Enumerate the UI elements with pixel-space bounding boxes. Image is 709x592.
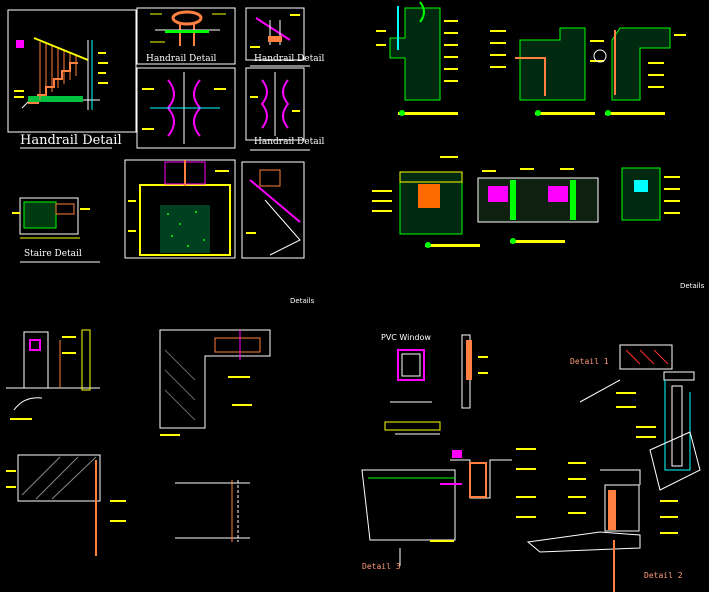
floor-section-detail-d <box>372 156 480 248</box>
detail-2-label: Detail 2 <box>644 571 683 580</box>
wall-panel-section <box>6 454 126 556</box>
handrail-detail-right-top-label: Handrail Detail <box>254 54 325 64</box>
staire-detail-label: Staire Detail <box>24 249 82 259</box>
partition-section <box>175 480 250 542</box>
details-right-label: Details <box>680 282 705 290</box>
stair-detail-small <box>12 197 100 263</box>
detail-1-label: Detail 1 <box>570 357 609 366</box>
door-frame-section <box>159 329 271 436</box>
detail-3-label: Detail 3 <box>362 562 401 571</box>
handrail-detail-main-label: Handrail Detail <box>20 133 122 148</box>
details-left-label: Details <box>290 297 315 305</box>
floor-section-detail-a <box>376 1 458 116</box>
floor-section-detail-e <box>477 168 599 244</box>
floor-section-detail-c <box>593 27 686 116</box>
pvc-window-label: PVC Window <box>381 333 431 342</box>
handrail-detail-top-label: Handrail Detail <box>146 54 217 64</box>
handrail-detail-right-top <box>245 7 310 67</box>
door-elevation <box>6 329 100 420</box>
detail-2-section <box>526 462 678 592</box>
handrail-main-view <box>7 9 137 149</box>
handrail-detail-mid <box>136 67 236 149</box>
detail-1-section <box>579 344 701 491</box>
landing-side-detail <box>241 161 305 259</box>
handrail-detail-top <box>136 7 236 65</box>
handrail-detail-right-mid-label: Handrail Detail <box>254 137 325 147</box>
landing-plan-detail <box>124 159 236 259</box>
handrail-detail-right-mid <box>245 67 310 151</box>
floor-section-detail-f <box>621 167 680 221</box>
window-sill-section <box>461 334 488 409</box>
pvc-window-elevation <box>384 349 441 435</box>
floor-section-detail-b <box>490 27 604 116</box>
detail-3-section <box>361 448 536 566</box>
